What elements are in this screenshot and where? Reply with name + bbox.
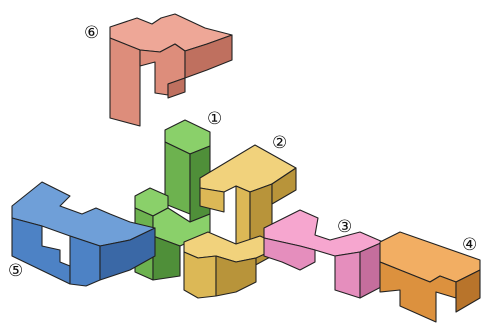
label-6-text: ⑥ (84, 23, 99, 43)
label-3-text: ③ (337, 217, 352, 237)
label-1: ① (207, 109, 222, 129)
piece-2-base-front (184, 252, 216, 298)
label-5: ⑤ (8, 261, 23, 281)
label-4-text: ④ (462, 235, 477, 255)
piece-3 (264, 210, 383, 298)
piece-3-leg (335, 252, 360, 298)
label-2: ② (272, 133, 287, 153)
piece-5 (12, 182, 155, 286)
label-2-text: ② (272, 133, 287, 153)
piece-1-column (165, 142, 190, 214)
piece-6-front (110, 38, 140, 126)
label-3: ③ (337, 217, 352, 237)
piece-2-base-side (216, 256, 256, 296)
label-5-text: ⑤ (8, 261, 23, 281)
label-1-text: ① (207, 109, 222, 129)
label-6: ⑥ (84, 23, 99, 43)
label-4: ④ (462, 235, 477, 255)
